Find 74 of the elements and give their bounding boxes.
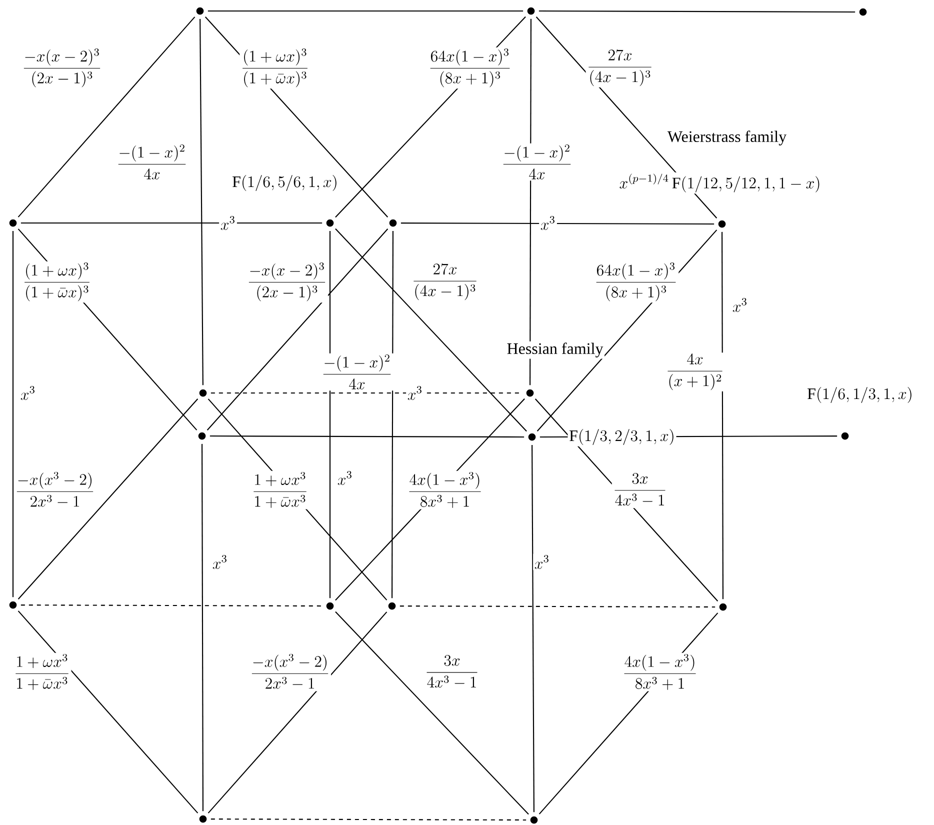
dot [528, 433, 536, 441]
line [400, 606, 716, 608]
dot [198, 432, 206, 440]
line [335, 228, 527, 432]
line [208, 612, 388, 814]
fraction-label: $\frac{1+\omega x^{3}}{1+\bar{\omega}x^{3}}$ [250, 470, 310, 510]
dot [841, 432, 849, 440]
dot [389, 219, 397, 227]
line [18, 16, 196, 218]
map-label: $x^{3}$ [539, 214, 557, 232]
fraction-label: $\frac{3x}{4x^{3}-1}$ [424, 654, 480, 690]
dot [326, 219, 334, 227]
fraction-label: $\frac{-x(x^{3}-2)}{2x^{3}-1}$ [14, 470, 96, 510]
dot [719, 603, 727, 611]
fraction-label: $\frac{(1+\omega x)^{3}}{(1+\bar{\omega}x)^{3}}$ [22, 261, 92, 303]
fraction-label: $\frac{64x(1-x)^{3}}{(8x+1)^{3}}$ [427, 47, 513, 89]
dot [199, 815, 207, 823]
fraction-label: $\frac{-x(x^{3}-2)}{2x^{3}-1}$ [249, 652, 332, 692]
map-label: $x^{3}$ [533, 554, 551, 570]
line [206, 228, 388, 430]
line [200, 18, 204, 386]
dot [196, 7, 204, 15]
function-label: $\mathrm{F}(1/6,5/6,1,x)$ [230, 174, 340, 192]
fraction-label: $\frac{-(1-x)^{2}}{4x}$ [320, 353, 394, 391]
line [12, 230, 14, 598]
line [208, 10, 524, 12]
dot [530, 816, 538, 824]
map-label: $x^{3}$ [211, 554, 229, 570]
function-label: $\mathrm{F}(1/3,2/3,1,x)$ [568, 428, 676, 446]
dot [9, 219, 17, 227]
function-label: $x^{(p-1)/4}\,\mathrm{F}(1/12,5/12,1,1-x)$ [618, 172, 822, 194]
fraction-label: $\frac{27x}{(4x-1)^{3}}$ [586, 48, 654, 88]
fraction-label: $\frac{-x(x-2)^{3}}{(2x-1)^{3}}$ [21, 47, 104, 89]
dot [859, 8, 867, 16]
line [400, 222, 714, 225]
map-label: $x^{3}$ [219, 214, 237, 232]
map-label: $x^{3}$ [19, 384, 37, 402]
dot [388, 602, 396, 610]
dot [526, 389, 534, 397]
line [202, 444, 204, 812]
map-label: $x^{3}$ [731, 296, 749, 314]
fraction-label: $\frac{-x(x-2)^{3}}{(2x-1)^{3}}$ [246, 261, 328, 303]
fraction-label: $\frac{3x}{4x^{3}-1}$ [612, 472, 668, 508]
family-label: Hessian family [505, 341, 605, 359]
dot [9, 601, 17, 609]
fraction-label: $\frac{(1+\omega x)^{3}}{(1+\bar{\omega}x)^{3}}$ [240, 47, 310, 89]
fraction-label: $\frac{64x(1-x)^{3}}{(8x+1)^{3}}$ [593, 261, 679, 303]
map-label: $x^{3}$ [406, 384, 424, 402]
dot [527, 7, 535, 15]
function-label: $\mathrm{F}(1/6,1/3,1,x)$ [806, 386, 914, 404]
dot [718, 220, 726, 228]
fraction-label: $\frac{-(1-x)^{2}}{4x}$ [500, 143, 574, 181]
line [392, 230, 394, 598]
line [20, 222, 322, 224]
line [532, 444, 534, 812]
dot [326, 602, 334, 610]
fraction-label: $\frac{1+\omega x^{3}}{1+\bar{\omega}x^{3}}$ [12, 652, 72, 692]
fraction-label: $\frac{4x}{(x+1)^{2}}$ [664, 352, 726, 392]
dot [199, 389, 207, 397]
line [210, 818, 526, 821]
line [538, 10, 856, 12]
fraction-label: $\frac{4x(1-x^{3})}{8x^{3}+1}$ [406, 470, 484, 510]
line [329, 230, 331, 598]
line [18, 398, 198, 600]
line [722, 232, 724, 600]
map-label: $x^{3}$ [336, 470, 354, 486]
line [210, 436, 524, 438]
fraction-label: $\frac{4x(1-x^{3})}{8x^{3}+1}$ [621, 652, 699, 692]
family-label: Weierstrass family [666, 129, 788, 147]
line [20, 604, 322, 607]
fraction-label: $\frac{-(1-x)^{2}}{4x}$ [115, 143, 189, 181]
line [335, 611, 529, 815]
line [18, 610, 198, 814]
fraction-label: $\frac{27x}{(4x-1)^{3}}$ [410, 262, 480, 302]
